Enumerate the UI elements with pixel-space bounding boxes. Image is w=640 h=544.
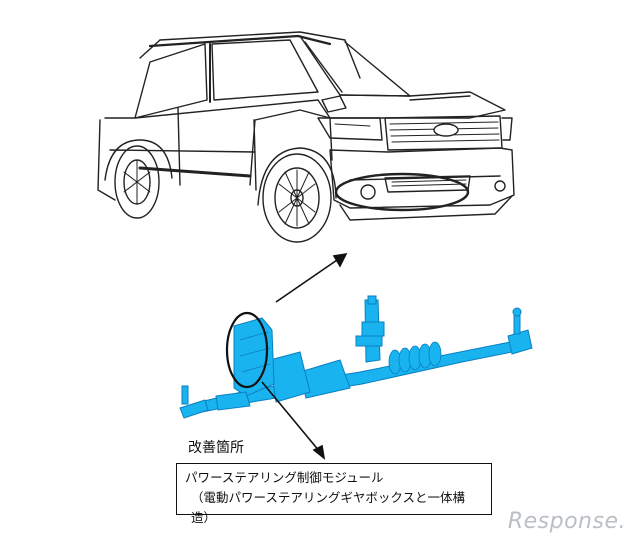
response-watermark: Response. (507, 509, 626, 534)
steering-rack-illustration (179, 295, 533, 419)
arrow-to-car (275, 252, 348, 303)
improvement-area-label: 改善箇所 (188, 440, 244, 456)
arrow-to-callout (261, 381, 326, 460)
callout-line-2: （電動パワーステアリングギヤボックスと一体構造） (191, 490, 466, 525)
suv-illustration (97, 31, 515, 243)
callout-line-1: パワーステアリング制御モジュール (185, 470, 384, 485)
callout-box: パワーステアリング制御モジュール （電動パワーステアリングギヤボックスと一体構造… (176, 463, 492, 525)
